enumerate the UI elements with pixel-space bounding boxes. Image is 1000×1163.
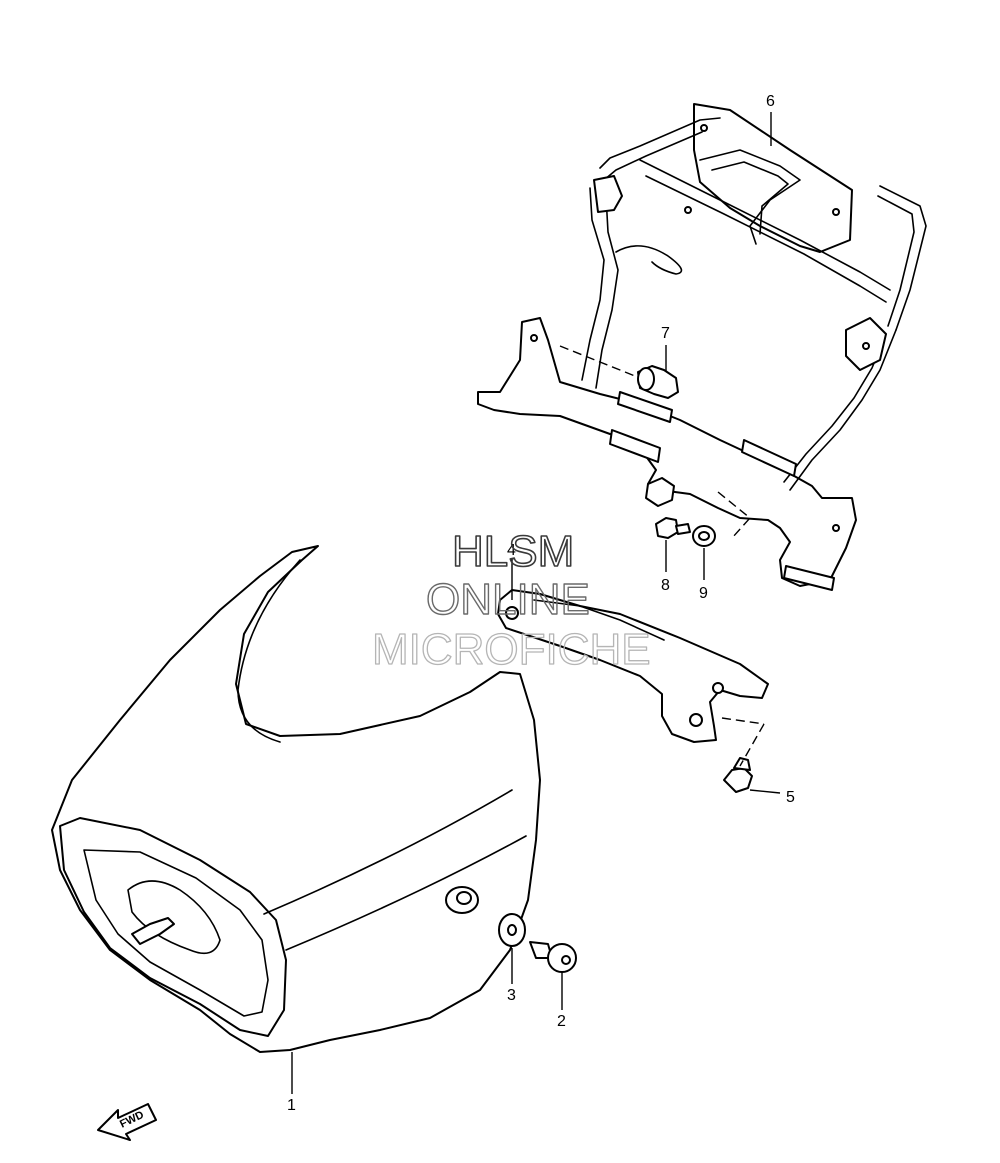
fwd-direction-arrow: FWD: [97, 1103, 157, 1141]
callout-3: 3: [507, 987, 516, 1004]
callout-2: 2: [557, 1013, 566, 1030]
callout-9: 9: [699, 585, 708, 602]
callout-5: 5: [786, 789, 795, 806]
washer-part-3: [498, 913, 526, 947]
watermark-line-1: HLSM: [452, 527, 574, 576]
callout-8: 8: [661, 577, 670, 594]
grommet-part: [637, 365, 679, 399]
callout-numbers: 6 7 8 9 4 5 3 2 1: [287, 93, 795, 1114]
bolt-part-2: [529, 941, 577, 973]
watermark: HLSM ONLINE MICROFICHE: [371, 526, 651, 674]
bolt-part-8: [655, 517, 691, 539]
callout-1: 1: [287, 1097, 296, 1114]
headlight-cowl: [51, 545, 541, 1053]
callout-4: 4: [507, 542, 516, 559]
headlight-bracket-frame: [477, 103, 927, 591]
watermark-line-3: MICROFICHE: [372, 625, 651, 674]
stay-bracket: [497, 589, 769, 743]
watermark-line-2: ONLINE: [426, 575, 590, 624]
nut-part-9: [692, 525, 716, 547]
leader-lines: [291, 112, 781, 1094]
callout-7: 7: [661, 325, 670, 342]
bolt-part-5: [723, 757, 753, 793]
callout-6: 6: [766, 93, 775, 110]
